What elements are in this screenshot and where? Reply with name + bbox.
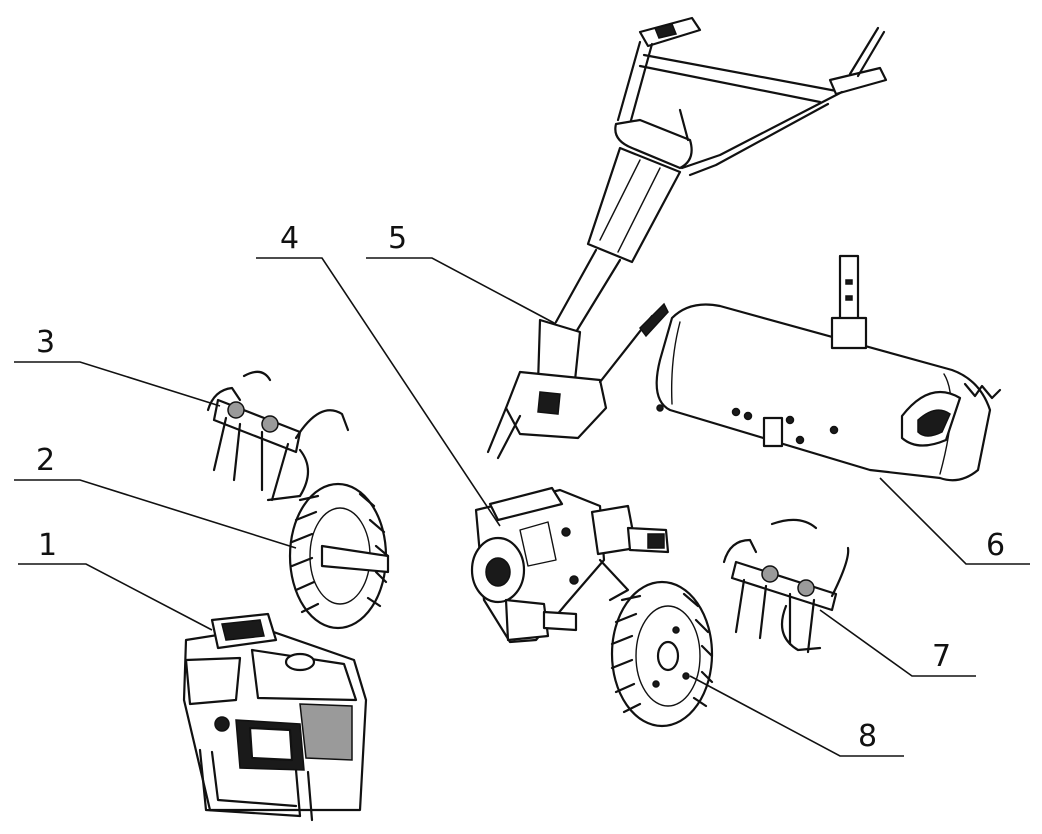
leader-8 bbox=[689, 675, 904, 757]
callout-7: 7 bbox=[932, 639, 951, 674]
handlebar-assembly bbox=[486, 16, 888, 460]
leader-6 bbox=[879, 477, 1030, 565]
engine bbox=[182, 612, 368, 822]
right-tiller-blades bbox=[722, 518, 850, 654]
leader-4 bbox=[256, 257, 501, 527]
callout-8: 8 bbox=[858, 719, 877, 754]
callout-4: 4 bbox=[280, 221, 299, 256]
callout-labels: 1 2 3 4 5 6 7 8 bbox=[36, 221, 1005, 754]
leader-7 bbox=[819, 609, 976, 677]
callout-1: 1 bbox=[38, 528, 57, 563]
rear-fender bbox=[655, 254, 1002, 482]
callout-leaders bbox=[14, 257, 1030, 757]
left-tiller-blades bbox=[206, 370, 350, 502]
gearbox bbox=[470, 486, 670, 644]
leader-5 bbox=[366, 257, 557, 325]
callout-2: 2 bbox=[36, 443, 55, 478]
left-wheel bbox=[288, 482, 390, 630]
leader-3 bbox=[14, 361, 221, 407]
callout-6: 6 bbox=[986, 528, 1005, 563]
callout-5: 5 bbox=[388, 221, 407, 256]
leader-2 bbox=[14, 479, 297, 549]
callout-3: 3 bbox=[36, 325, 55, 360]
right-wheel bbox=[610, 580, 714, 728]
leader-1 bbox=[18, 563, 213, 631]
